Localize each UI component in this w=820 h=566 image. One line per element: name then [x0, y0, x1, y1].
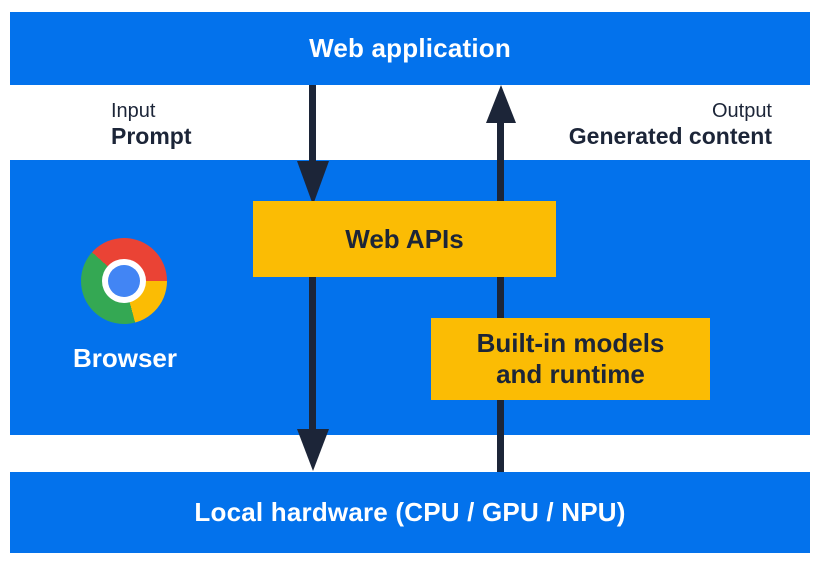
web-application-label: Web application	[309, 33, 511, 63]
input-flow-label: Input Prompt	[111, 99, 192, 150]
builtin-models-box: Built-in models and runtime	[431, 318, 710, 400]
builtin-models-label-line1: Built-in models	[476, 328, 665, 358]
local-hardware-label: Local hardware (CPU / GPU / NPU)	[194, 497, 626, 527]
output-arrowhead	[486, 85, 516, 123]
input-caption: Input	[111, 100, 156, 122]
input-arrowhead-upper	[297, 161, 329, 205]
local-hardware-bar: Local hardware (CPU / GPU / NPU)	[10, 472, 810, 553]
input-arrow-line-lower	[309, 277, 316, 431]
web-apis-label: Web APIs	[345, 223, 464, 254]
web-apis-box: Web APIs	[253, 201, 556, 277]
output-flow-label: Output Generated content	[569, 99, 772, 150]
web-application-bar: Web application	[10, 12, 810, 85]
output-caption: Output	[711, 100, 772, 122]
output-detail: Generated content	[568, 123, 772, 149]
input-arrowhead-lower	[297, 429, 329, 471]
builtin-models-label-line2: and runtime	[496, 359, 645, 389]
input-detail: Prompt	[111, 123, 192, 149]
chrome-icon-center	[108, 265, 140, 297]
output-arrow-line	[497, 121, 504, 472]
input-arrow-line-upper	[309, 85, 316, 163]
chrome-icon	[81, 238, 167, 324]
browser-label: Browser	[72, 343, 178, 373]
